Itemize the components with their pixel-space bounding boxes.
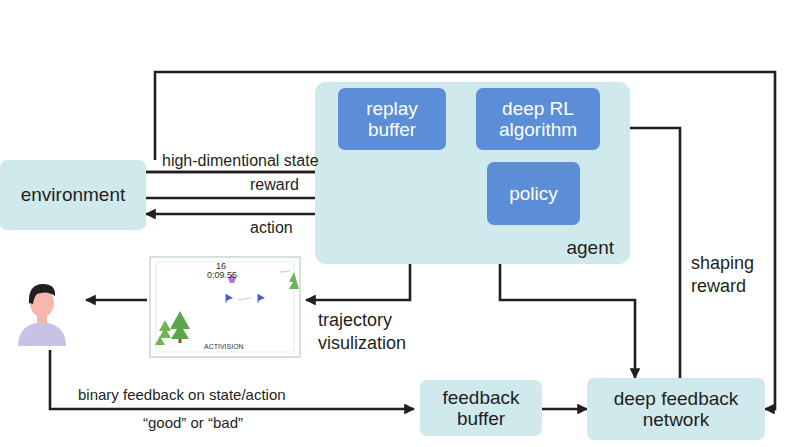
arrow-label: trajectory visulization xyxy=(318,309,433,354)
arrow-label: binary feedback on state/action xyxy=(78,387,286,404)
environment-box: environment xyxy=(0,160,146,230)
container-label: agent xyxy=(562,237,618,258)
visualization-wire xyxy=(86,299,147,302)
edge-label: reward xyxy=(250,175,299,196)
process-box: deep RL algorithm xyxy=(476,88,600,150)
agent-container: replay buffer deep RL algorithm policy agen… xyxy=(315,82,630,264)
flow-arrow xyxy=(542,408,587,411)
buffer-box: feedback buffer xyxy=(420,380,542,436)
flow-arrow xyxy=(155,72,775,409)
node-label: replay buffer xyxy=(338,98,446,141)
watermark: ACTIVISION xyxy=(204,343,244,351)
edge-label: action xyxy=(250,218,293,239)
arrow-label: “good” or “bad” xyxy=(143,415,243,432)
person-icon xyxy=(18,284,66,346)
game-screenshot xyxy=(150,257,300,357)
process-box: policy xyxy=(487,162,580,225)
feedback-wire xyxy=(50,350,414,409)
node-label: environment xyxy=(17,184,130,205)
node-label: feedback buffer xyxy=(420,387,542,430)
node-label: policy xyxy=(505,183,562,204)
network-box: deep feedback network xyxy=(587,378,765,440)
timer-text: 0:09.55 xyxy=(207,271,237,281)
node-label: deep RL algorithm xyxy=(476,98,600,141)
process-box: replay buffer xyxy=(338,88,446,150)
edge-label: high-dimentional state xyxy=(162,151,319,172)
node-label: deep feedback network xyxy=(587,388,765,431)
edge-label: shaping reward xyxy=(691,252,771,299)
